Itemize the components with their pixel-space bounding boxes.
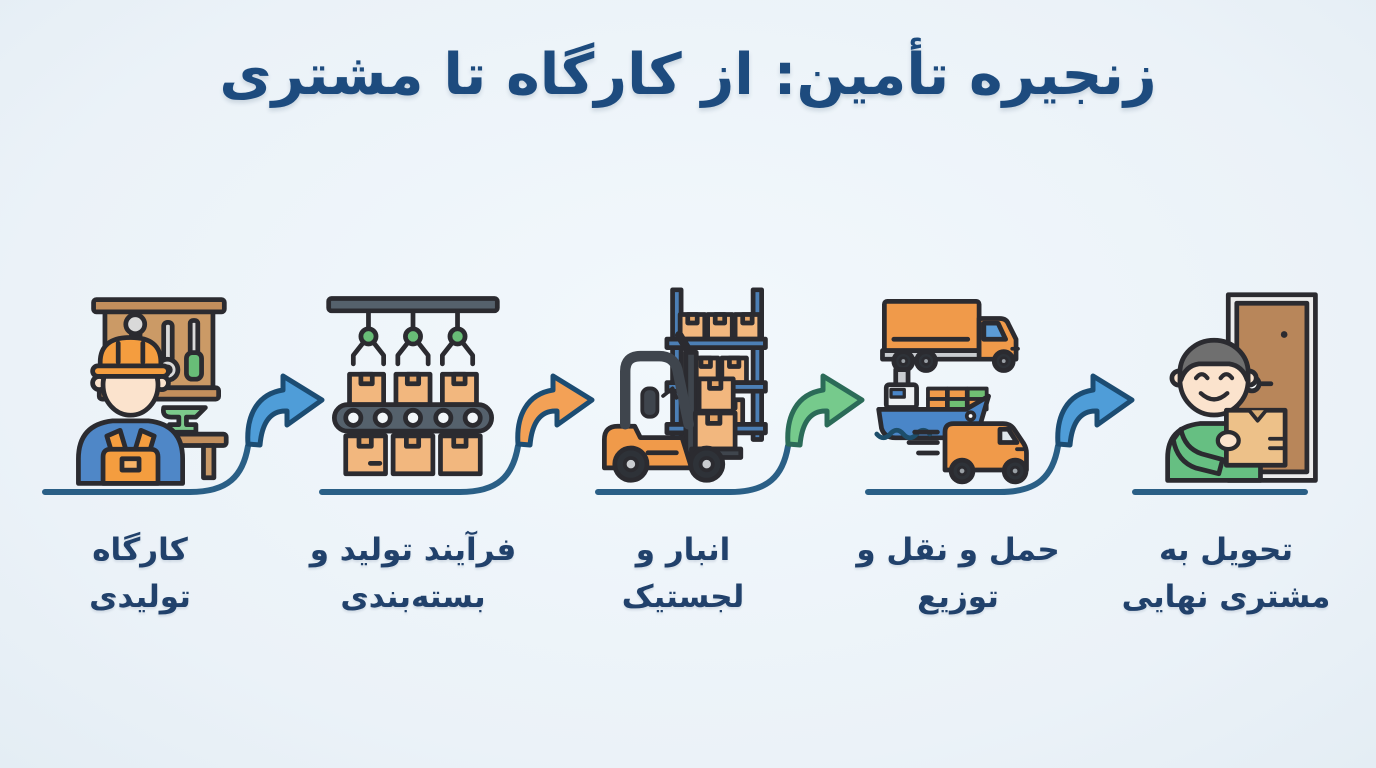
customer-delivery-icon <box>1143 289 1323 488</box>
forklift-warehouse-icon <box>593 286 773 485</box>
flow-arrow-2 <box>513 356 597 448</box>
flow-arrow-4 <box>1053 356 1137 448</box>
truck-ship-van-icon <box>873 290 1053 489</box>
worker-workshop-icon <box>50 292 230 491</box>
conveyor-belt-icon <box>323 289 503 488</box>
flow-arrow-3 <box>783 356 867 448</box>
flow-arrow-1 <box>243 356 327 448</box>
page-title: زنجیره تأمین: از کارگاه تا مشتری <box>219 42 1157 108</box>
